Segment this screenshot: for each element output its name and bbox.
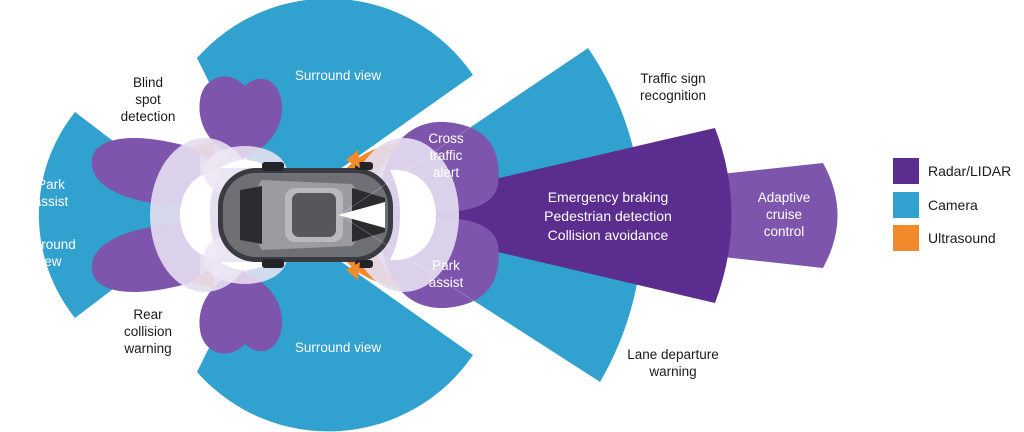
camera-rear-fan — [38, 112, 210, 318]
legend-label-radar: Radar/LIDAR — [928, 163, 1012, 179]
radar-blind-spot-bottom — [199, 270, 282, 354]
cone-outline-bottom — [339, 214, 601, 383]
label-surround-view-top: Surround view — [294, 68, 382, 83]
car-top-view — [218, 162, 393, 268]
rear-bubble-inner — [180, 171, 220, 259]
label-blind-spot-detection: Blind spot detection — [120, 75, 176, 124]
label-rear-collision-warning: Rear collision warning — [123, 307, 173, 356]
legend-swatch-radar — [893, 158, 919, 184]
label-adaptive-cruise-control: Adaptive cruise control — [757, 190, 811, 239]
legend-label-ultrasound: Ultrasound — [928, 230, 996, 246]
bubble-mask-bottom — [220, 262, 270, 270]
bubble-mask-top — [220, 160, 270, 168]
legend-item-ultrasound: Ultrasound — [893, 225, 996, 251]
ultrasound-front-corner-bottom — [346, 262, 360, 280]
front-bubble-inner — [390, 169, 436, 261]
legend-swatch-ultrasound — [893, 225, 919, 251]
cone-outline-top — [339, 47, 589, 216]
legend-item-camera: Camera — [893, 192, 978, 218]
radar-blind-spot-top — [199, 76, 282, 160]
label-surround-view-bottom: Surround view — [294, 340, 382, 355]
ultrasound-front-corner-top — [346, 150, 360, 168]
legend-swatch-camera — [893, 192, 919, 218]
label-surround-view-rear: Surround view — [20, 237, 76, 269]
label-lane-departure-warning: Lane departure warning — [627, 347, 719, 379]
label-front-radar-functions: Emergency braking Pedestrian detection C… — [544, 189, 672, 243]
label-park-assist-front: Park assist — [428, 258, 464, 290]
legend-label-camera: Camera — [928, 197, 978, 213]
lidar-origin-cone — [338, 202, 385, 228]
radar-front-mid-range — [340, 128, 732, 303]
legend-item-radar: Radar/LIDAR — [893, 158, 1011, 184]
label-traffic-sign-recognition: Traffic sign recognition — [639, 71, 707, 103]
label-park-assist-rear: Park assist — [33, 177, 69, 209]
label-cross-traffic-alert: Cross traffic alert — [428, 131, 464, 180]
